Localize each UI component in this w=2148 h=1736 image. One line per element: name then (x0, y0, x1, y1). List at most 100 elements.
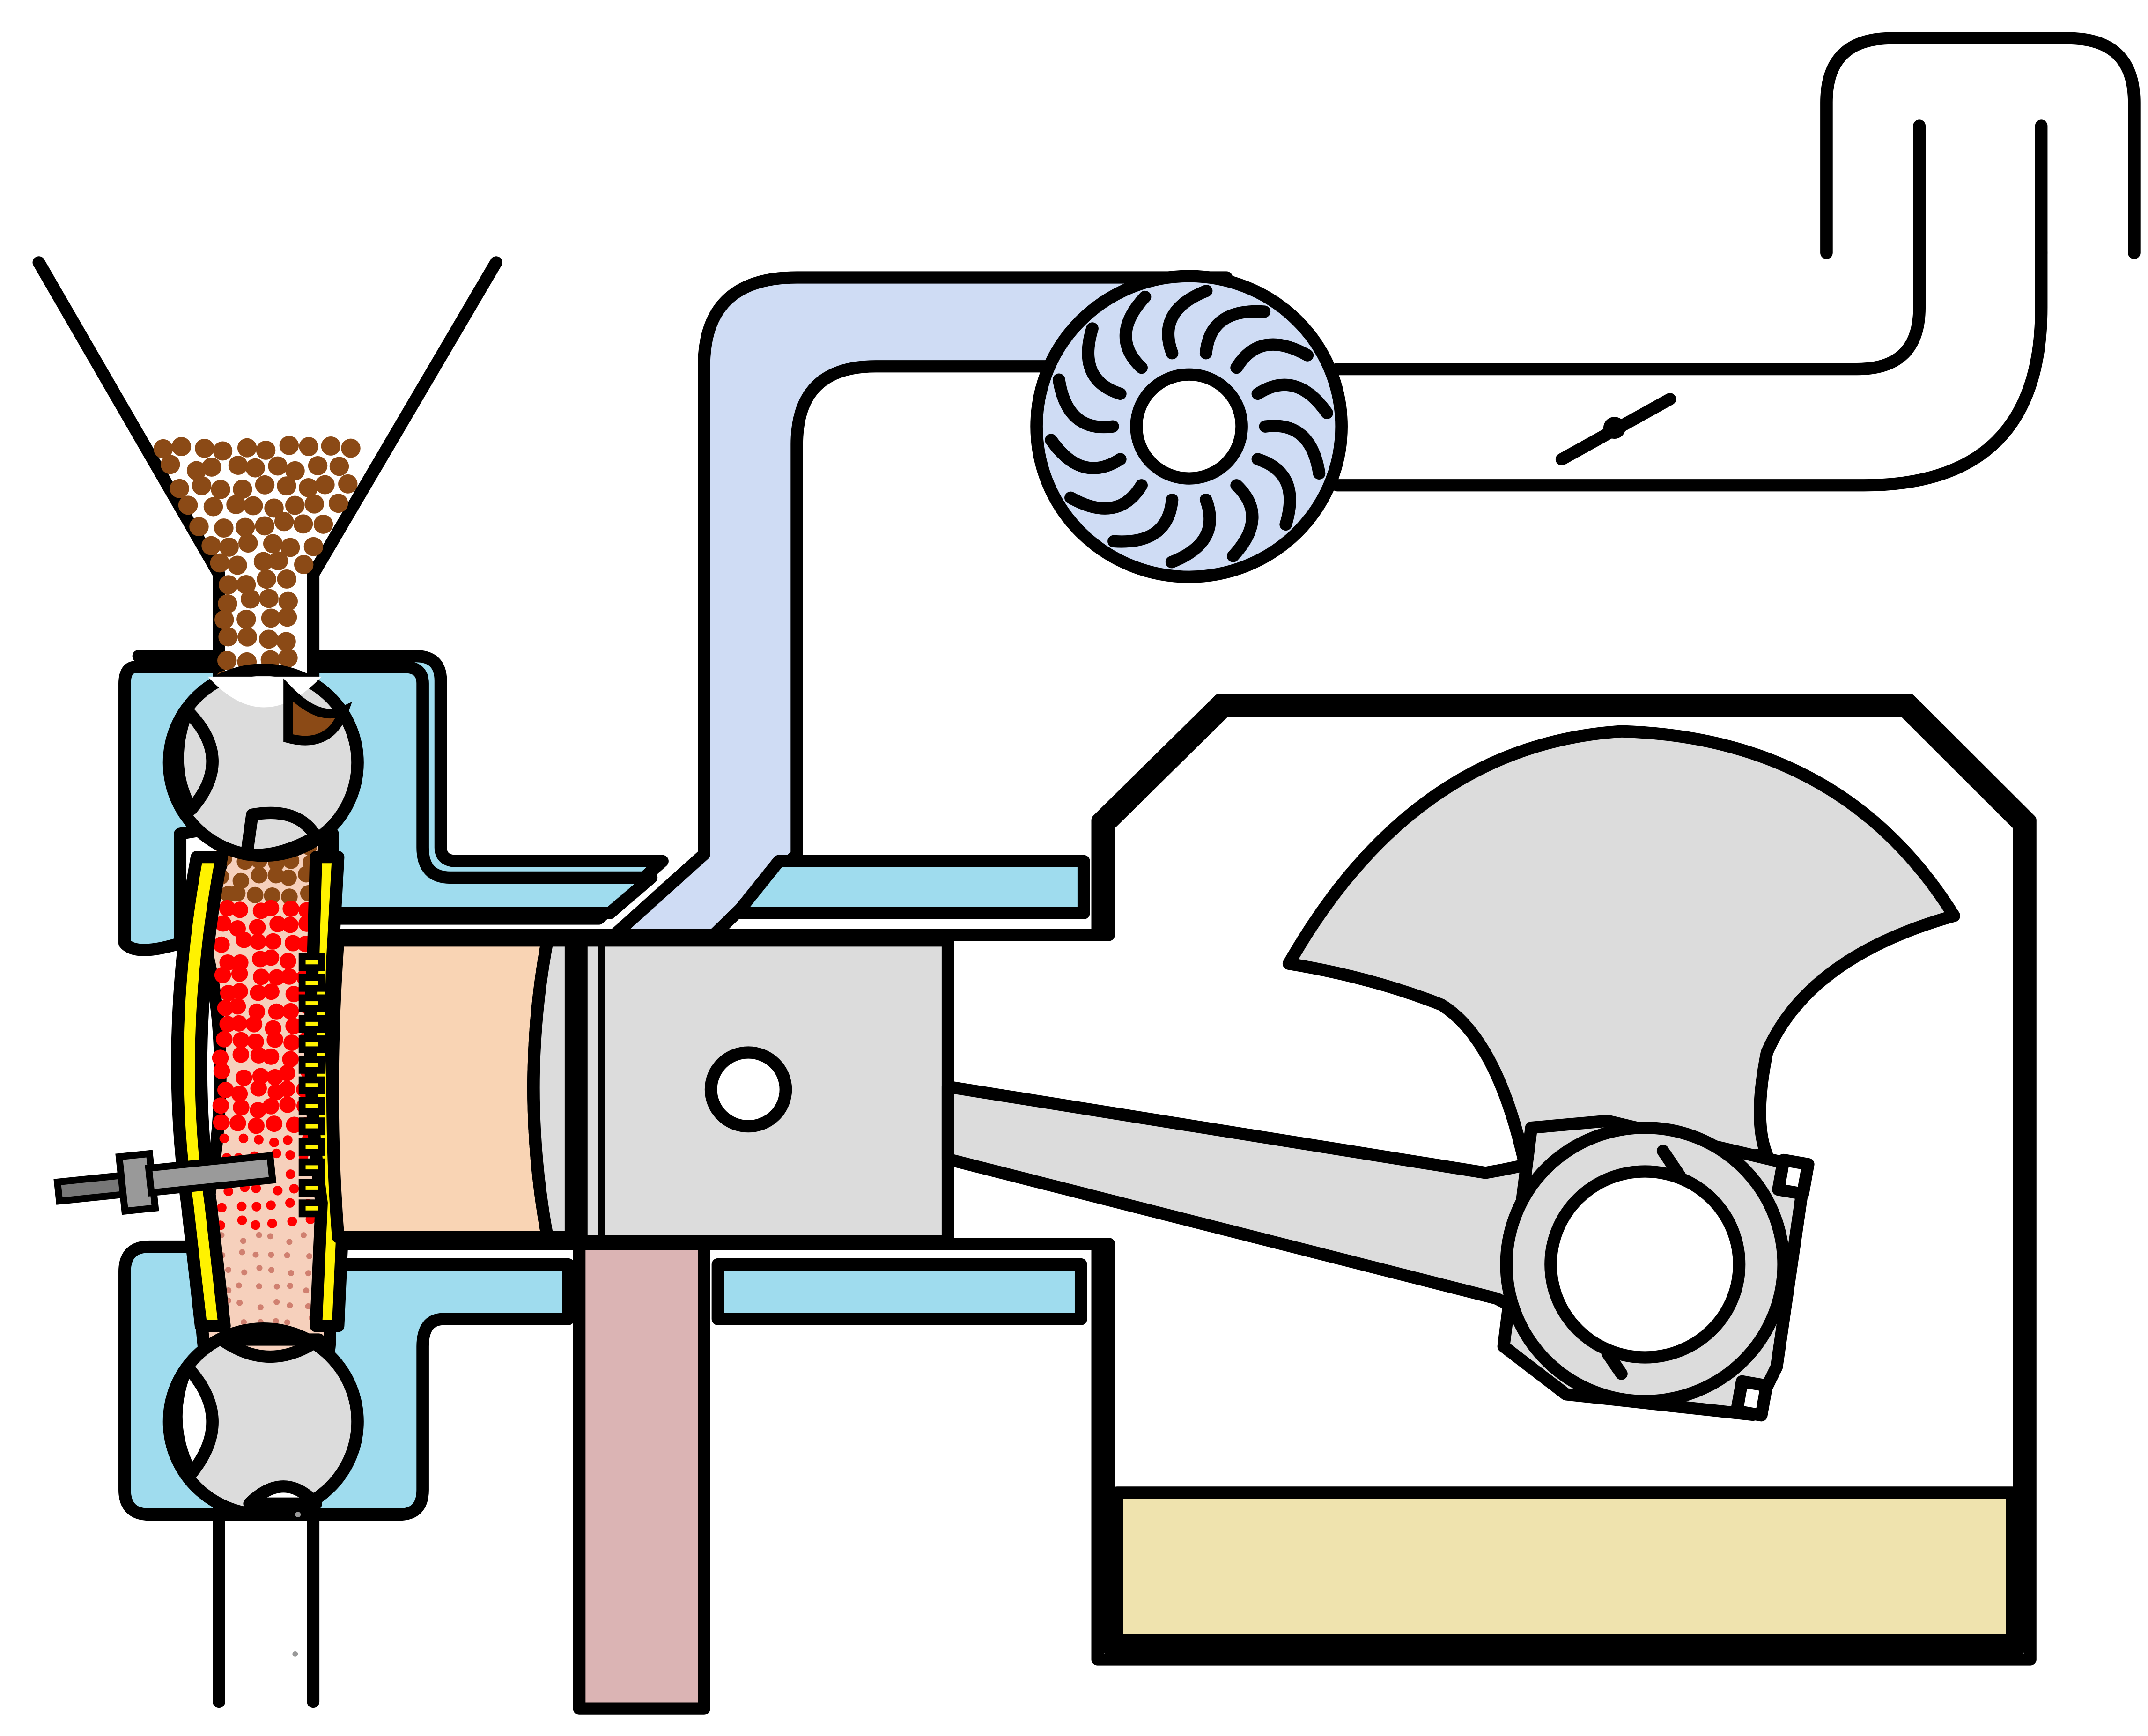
fuel-pellet (214, 518, 234, 538)
fuel-particle (284, 935, 302, 952)
fuel-particle (250, 1047, 267, 1064)
fuel-particle (214, 915, 232, 932)
fuel-particle (287, 1216, 297, 1226)
fuel-particle (288, 1270, 294, 1276)
fuel-pellet (237, 627, 257, 647)
heating-element-segment (298, 974, 325, 992)
heating-element-segment (298, 1158, 325, 1176)
fan-blade (1107, 494, 1179, 548)
fuel-particle (289, 1184, 299, 1194)
fuel-particle (252, 1251, 259, 1258)
fuel-particle (300, 1232, 307, 1238)
turbine-fan-icon (1030, 270, 1348, 583)
fuel-particle (237, 1215, 247, 1225)
fuel-particle (279, 1064, 295, 1081)
fuel-pellet (218, 575, 238, 595)
fuel-pellet (277, 607, 297, 627)
fuel-particle (236, 1070, 252, 1086)
fuel-particle (262, 1048, 280, 1065)
exhaust-pipe (573, 1238, 710, 1715)
fuel-pellet (211, 480, 230, 499)
fuel-particle (217, 1082, 234, 1099)
fuel-particle (252, 1068, 269, 1085)
fuel-particle (232, 1032, 250, 1049)
fuel-pellet (218, 594, 237, 613)
fuel-particle (253, 968, 270, 985)
fuel-pellet (202, 457, 221, 477)
fuel-pellet (268, 551, 288, 571)
fuel-pellet (256, 441, 276, 460)
fuel-particle (268, 1267, 274, 1273)
fuel-particle (279, 1096, 296, 1113)
fuel-particle (285, 1198, 295, 1208)
fuel-particle (229, 998, 246, 1015)
fuel-particle (285, 986, 303, 1003)
fuel-particle (231, 983, 248, 1000)
fuel-pellet (278, 648, 298, 668)
fuel-particle (212, 1049, 229, 1066)
fuel-pellet (259, 629, 279, 649)
fuel-particle (236, 931, 252, 948)
fuel-particle (285, 1169, 295, 1179)
fuel-pellet (277, 569, 297, 589)
fuel-pellet (255, 475, 275, 495)
fuel-pellet (299, 478, 318, 497)
ash-outlet-pipe (213, 1497, 320, 1708)
fuel-particle (256, 1283, 262, 1290)
fuel-particle (216, 1031, 233, 1048)
fuel-particle (267, 1219, 277, 1228)
heating-element-segment (298, 994, 325, 1012)
fuel-particle (212, 1097, 229, 1114)
fuel-pellet (243, 496, 263, 516)
fuel-pellet (279, 436, 299, 455)
fuel-particle (256, 1232, 262, 1238)
throttle-valve-icon (1555, 393, 1676, 465)
fuel-pellet (241, 589, 260, 609)
fuel-particle (285, 1150, 295, 1160)
fan-blade (1251, 453, 1296, 531)
fuel-pellet (237, 438, 257, 458)
fan-blade (1199, 305, 1271, 360)
fuel-particle (281, 916, 299, 933)
fuel-particle (266, 1115, 283, 1132)
fuel-particle (286, 1239, 293, 1245)
fuel-particle (213, 936, 230, 953)
fuel-particle (251, 1202, 262, 1212)
fuel-particle (251, 867, 268, 884)
fuel-pellet (313, 514, 333, 534)
fuel-pellet (315, 475, 335, 495)
rotary-ash-valve-icon (162, 1322, 364, 1521)
fuel-particle (217, 999, 234, 1016)
fuel-particle (273, 1186, 283, 1196)
fuel-pellet (228, 456, 248, 475)
fuel-pellet (329, 457, 349, 476)
fuel-particle (214, 967, 231, 983)
fuel-particle (282, 900, 299, 917)
fuel-particle (287, 1302, 293, 1308)
fuel-particle (280, 968, 298, 985)
fuel-particle (231, 965, 248, 982)
fan-blade (1251, 378, 1333, 419)
fuel-particle (250, 984, 267, 1001)
rotary-feed-valve-icon (162, 664, 364, 862)
fuel-particle (236, 1201, 247, 1212)
fuel-pellet (303, 537, 324, 556)
fuel-particle (251, 1220, 261, 1230)
fuel-particle (213, 1063, 230, 1079)
piston-crown (527, 934, 577, 1243)
fuel-particle (269, 1138, 279, 1147)
fuel-particle (239, 1249, 245, 1256)
fuel-pellet (341, 438, 361, 458)
fuel-particle (241, 1269, 248, 1276)
fuel-particle (306, 1253, 313, 1259)
fan-blade (1165, 494, 1216, 569)
fuel-pellet (170, 479, 189, 498)
fuel-particle (250, 1102, 266, 1119)
fuel-particle (230, 1015, 248, 1032)
fuel-particle (229, 885, 246, 901)
heating-element-segment (298, 1035, 325, 1054)
fuel-particle (283, 1034, 300, 1051)
fuel-pellet (268, 456, 288, 476)
heating-element-segment (298, 1056, 325, 1074)
fuel-particle (263, 983, 280, 1000)
